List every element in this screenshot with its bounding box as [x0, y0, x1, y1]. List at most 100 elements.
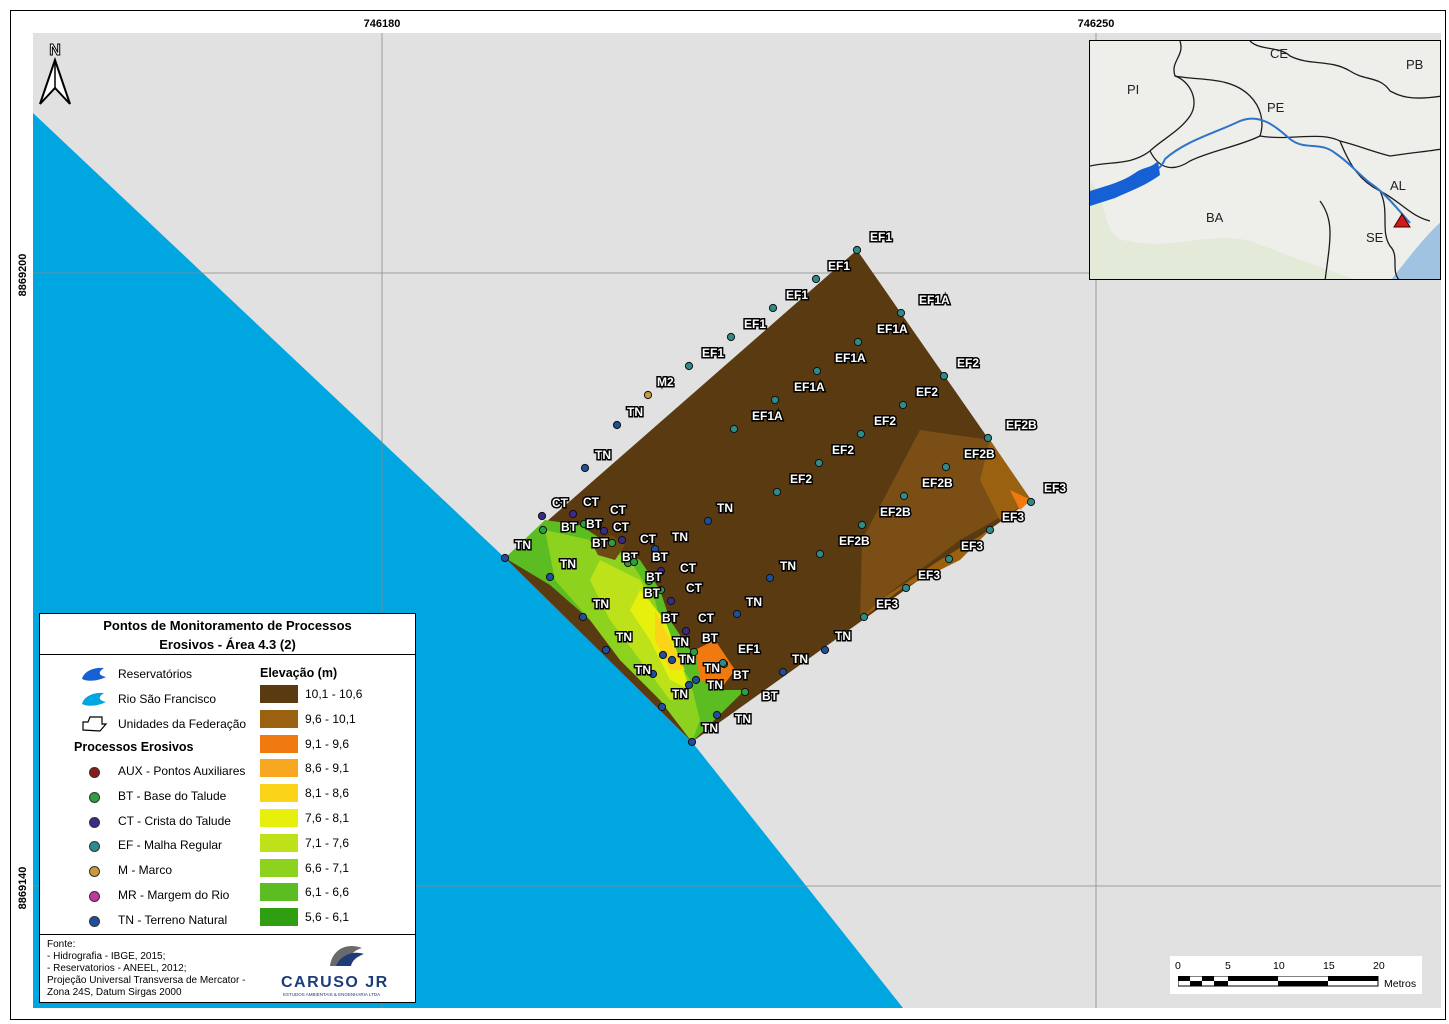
point-marker-bt[interactable] — [664, 610, 674, 620]
point-marker-tn[interactable] — [765, 573, 775, 583]
point-marker-ef3[interactable] — [944, 554, 954, 564]
point-marker-ef3[interactable] — [1026, 497, 1036, 507]
point-marker-bt[interactable] — [656, 585, 666, 595]
point-label-ef1a: EF1A — [794, 380, 825, 394]
point-label-ef2: EF2 — [874, 414, 896, 428]
point-marker-tn[interactable] — [658, 650, 668, 660]
point-marker-bt[interactable] — [579, 519, 589, 529]
legend-point-label: MR - Margem do Rio — [118, 888, 230, 902]
point-marker-bt[interactable] — [644, 576, 654, 586]
point-marker-ef3[interactable] — [901, 583, 911, 593]
north-arrow-icon: N — [39, 42, 71, 105]
point-marker-tn[interactable] — [732, 609, 742, 619]
point-marker-ct[interactable] — [568, 509, 578, 519]
inset-label-pi: PI — [1127, 82, 1139, 97]
point-marker-ct[interactable] — [599, 526, 609, 536]
point-label-tn: TN — [515, 538, 531, 552]
point-marker-ef2[interactable] — [772, 487, 782, 497]
inset-label-pe: PE — [1267, 100, 1285, 115]
point-marker-tn[interactable] — [657, 702, 667, 712]
point-marker-ef2b[interactable] — [899, 491, 909, 501]
source-line1: Fonte: — [47, 939, 76, 950]
point-label-tn: TN — [792, 652, 808, 666]
point-marker-ef2b[interactable] — [815, 549, 825, 559]
point-marker-ef3[interactable] — [985, 525, 995, 535]
point-label-ct: CT — [698, 611, 715, 625]
point-marker-ct[interactable] — [537, 511, 547, 521]
point-marker-tn[interactable] — [691, 675, 701, 685]
point-marker-ct[interactable] — [666, 596, 676, 606]
point-label-bt: BT — [762, 689, 779, 703]
point-label-ct: CT — [680, 561, 697, 575]
point-marker-tn[interactable] — [612, 420, 622, 430]
point-marker-ef1a[interactable] — [853, 337, 863, 347]
point-label-ef2: EF2 — [957, 356, 979, 370]
point-label-ef3: EF3 — [961, 539, 983, 553]
point-label-tn: TN — [672, 530, 688, 544]
point-marker-tn[interactable] — [578, 612, 588, 622]
point-marker-bt[interactable] — [629, 557, 639, 567]
legend-elevation-swatch — [260, 833, 298, 852]
point-marker-ef1[interactable] — [684, 361, 694, 371]
legend-elevation-label: 8,1 - 8,6 — [305, 786, 350, 801]
point-marker-tn[interactable] — [684, 680, 694, 690]
point-marker-tn[interactable] — [648, 669, 658, 679]
point-label-tn: TN — [704, 661, 720, 675]
point-marker-tn[interactable] — [703, 516, 713, 526]
point-label-ef2: EF2 — [832, 443, 854, 457]
point-marker-ef2[interactable] — [856, 429, 866, 439]
point-marker-ef1a[interactable] — [729, 424, 739, 434]
point-marker-tn[interactable] — [667, 655, 677, 665]
point-marker-ef1[interactable] — [811, 274, 821, 284]
point-marker-tn[interactable] — [712, 710, 722, 720]
point-marker-ef1a[interactable] — [812, 366, 822, 376]
point-marker-m2[interactable] — [643, 390, 653, 400]
scale-tick-10: 10 — [1273, 960, 1285, 972]
point-marker-bt[interactable] — [740, 687, 750, 697]
legend-elevation-label: 6,1 - 6,6 — [305, 885, 350, 900]
point-marker-ct[interactable] — [593, 520, 603, 530]
point-label-bt: BT — [662, 611, 679, 625]
point-marker-tn[interactable] — [601, 645, 611, 655]
point-marker-ef1a[interactable] — [896, 308, 906, 318]
point-marker-ef2b[interactable] — [941, 462, 951, 472]
point-marker-tn[interactable] — [580, 463, 590, 473]
point-marker-tn[interactable] — [500, 553, 510, 563]
point-label-ef1a: EF1A — [877, 322, 908, 336]
point-marker-bt[interactable] — [689, 647, 699, 657]
point-marker-ef1[interactable] — [726, 332, 736, 342]
point-marker-tn[interactable] — [650, 544, 660, 554]
point-label-ef1a: EF1A — [752, 409, 783, 423]
point-marker-ef1[interactable] — [718, 658, 728, 668]
inset-map[interactable]: CE PB PI PE AL BA SE — [1089, 40, 1441, 280]
point-marker-tn[interactable] — [778, 667, 788, 677]
point-marker-ef3[interactable] — [859, 612, 869, 622]
point-marker-ef1a[interactable] — [770, 395, 780, 405]
point-marker-ef1[interactable] — [852, 245, 862, 255]
point-marker-ct[interactable] — [656, 566, 666, 576]
legend-rio: Rio São Francisco — [118, 692, 217, 706]
point-label-tn: TN — [635, 663, 651, 677]
point-label-ct: CT — [613, 520, 630, 534]
legend-title-line1: Pontos de Monitoramento de Processos — [103, 618, 352, 633]
point-marker-ct[interactable] — [617, 535, 627, 545]
inset-label-pb: PB — [1406, 57, 1423, 72]
legend-elevation-swatch — [260, 734, 298, 753]
point-label-ef2b: EF2B — [964, 447, 995, 461]
point-marker-ct[interactable] — [681, 626, 691, 636]
point-marker-ef2b[interactable] — [857, 520, 867, 530]
point-marker-ef2b[interactable] — [983, 433, 993, 443]
point-marker-tn[interactable] — [545, 572, 555, 582]
elevation-surface — [505, 250, 1031, 742]
grid-label-x1: 746180 — [364, 18, 401, 30]
point-marker-bt[interactable] — [607, 538, 617, 548]
point-marker-ef2[interactable] — [898, 400, 908, 410]
point-label-ef3: EF3 — [1002, 510, 1024, 524]
legend-elevation-label: 7,1 - 7,6 — [305, 835, 350, 850]
point-marker-ef2[interactable] — [939, 371, 949, 381]
point-marker-bt[interactable] — [538, 525, 548, 535]
point-marker-ef1[interactable] — [768, 303, 778, 313]
point-marker-ef2[interactable] — [814, 458, 824, 468]
point-marker-tn[interactable] — [820, 645, 830, 655]
point-marker-tn[interactable] — [687, 737, 697, 747]
